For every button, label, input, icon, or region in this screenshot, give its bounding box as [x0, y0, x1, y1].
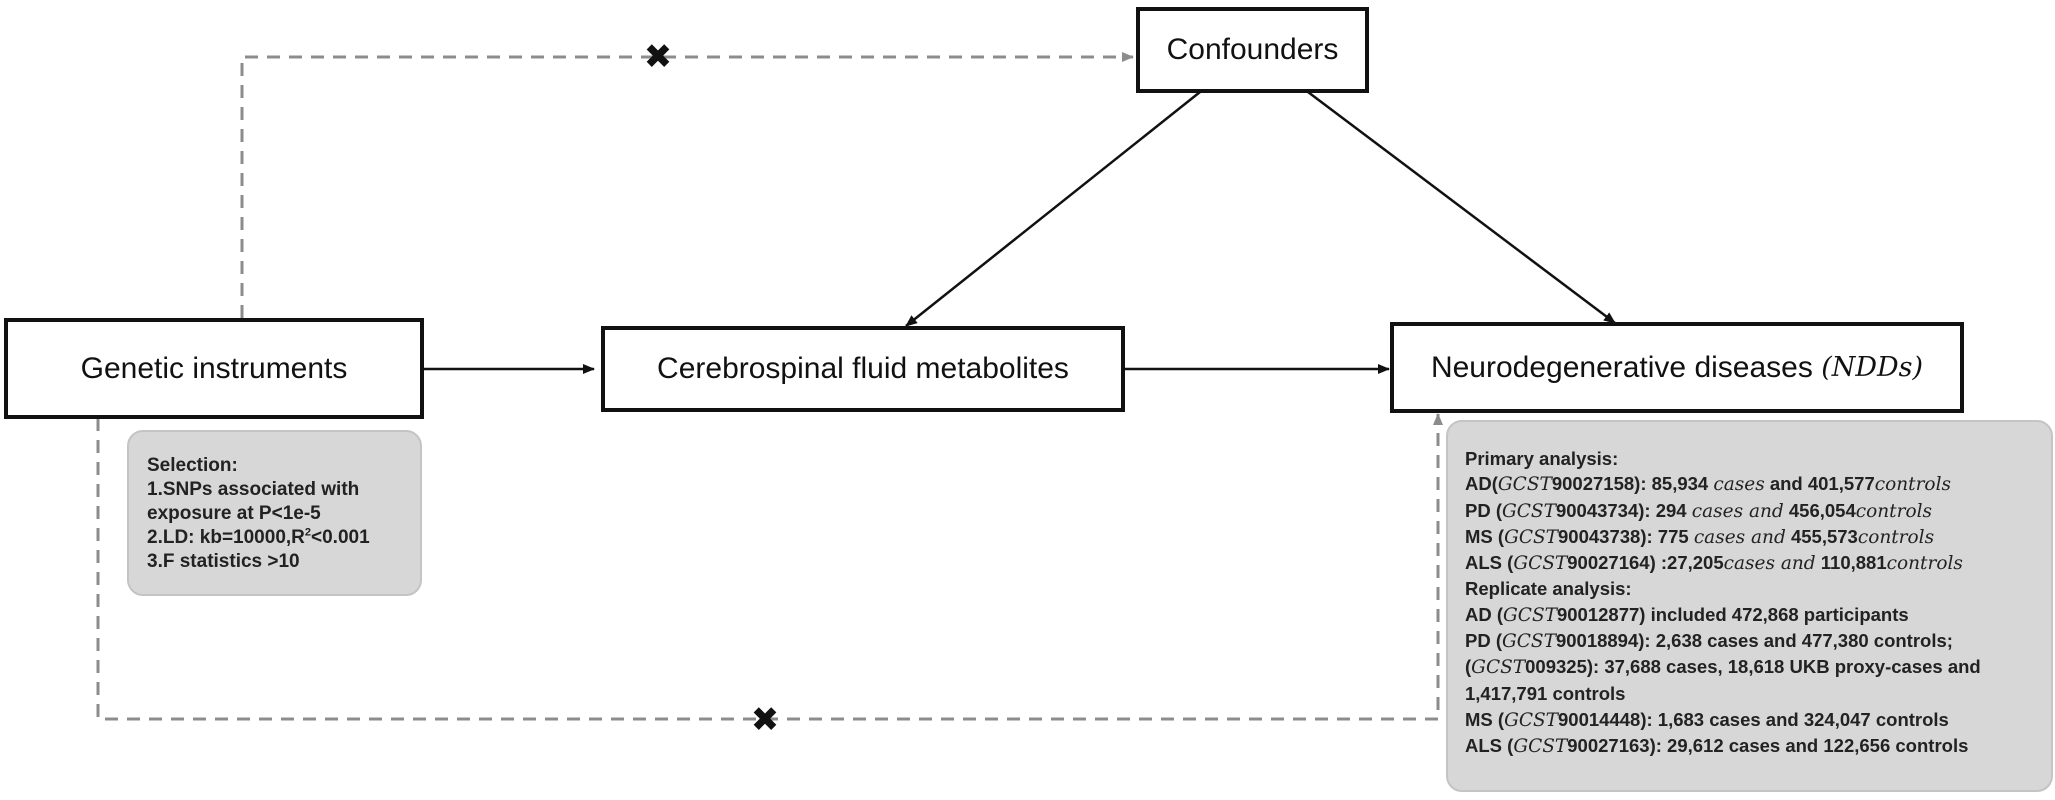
selection-line-4: 3.F statistics >10: [147, 551, 300, 572]
replicate-analysis-heading: Replicate analysis:: [1465, 578, 1632, 600]
genetic-instruments-box: Genetic instruments: [4, 318, 424, 419]
dashed-arrow-instruments-to-ndds: [96, 413, 1443, 721]
primary-analysis-heading: Primary analysis:: [1465, 448, 1619, 469]
dashed-arrow-instruments-to-confounders: [240, 52, 1134, 318]
blocked-path-mark-top: ✖: [643, 37, 673, 77]
replicate-analysis-row: PD (GCST90018894): 2,638 cases and 477,3…: [1465, 630, 1953, 653]
ndds-abbrev: (NDDs): [1821, 352, 1924, 383]
primary-analysis-row: PD (GCST90043734): 294 cases and 456,054…: [1465, 499, 1933, 522]
replicate-analysis-row: 1,417,791 controls: [1465, 682, 1626, 704]
replicate-analysis-row: MS (GCST90014448): 1,683 cases and 324,0…: [1465, 708, 1949, 731]
genetic-instruments-label: Genetic instruments: [80, 351, 348, 385]
blocked-path-mark-bottom: ✖: [750, 700, 780, 740]
confounders-box: Confounders: [1136, 7, 1369, 93]
csf-metabolites-box: Cerebrospinal fluid metabolites: [601, 326, 1125, 412]
primary-analysis-row: AD(GCST90027158): 85,934 cases and 401,5…: [1465, 473, 1951, 496]
selection-line-3: 2.LD: kb=10000,R2<0.001: [147, 526, 370, 548]
selection-line-1: 1.SNPs associated with: [147, 479, 360, 500]
confounders-label: Confounders: [1166, 33, 1339, 66]
selection-heading: Selection:: [147, 455, 238, 476]
arrow-confounders-to-csf: [905, 91, 1201, 327]
arrow-confounders-to-ndds: [1307, 91, 1616, 324]
selection-criteria-panel: Selection: 1.SNPs associated with exposu…: [127, 430, 422, 596]
primary-analysis-row: ALS (GCST90027164) :27,205cases and 110,…: [1465, 552, 1963, 575]
replicate-analysis-row: AD (GCST90012877) included 472,868 parti…: [1465, 603, 1909, 626]
selection-line-2: exposure at P<1e-5: [147, 503, 321, 524]
replicate-analysis-row: (GCST009325): 37,688 cases, 18,618 UKB p…: [1465, 656, 1981, 679]
ndds-label: Neurodegenerative diseases: [1430, 350, 1813, 384]
csf-metabolites-label: Cerebrospinal fluid metabolites: [657, 352, 1069, 385]
ndds-box: Neurodegenerative diseases (NDDs): [1390, 322, 1964, 413]
primary-analysis-row: MS (GCST90043738): 775 cases and 455,573…: [1465, 525, 1935, 548]
analysis-details-panel: Primary analysis: AD(GCST90027158): 85,9…: [1446, 420, 2053, 792]
replicate-analysis-row: ALS (GCST90027163): 29,612 cases and 122…: [1465, 735, 1969, 758]
